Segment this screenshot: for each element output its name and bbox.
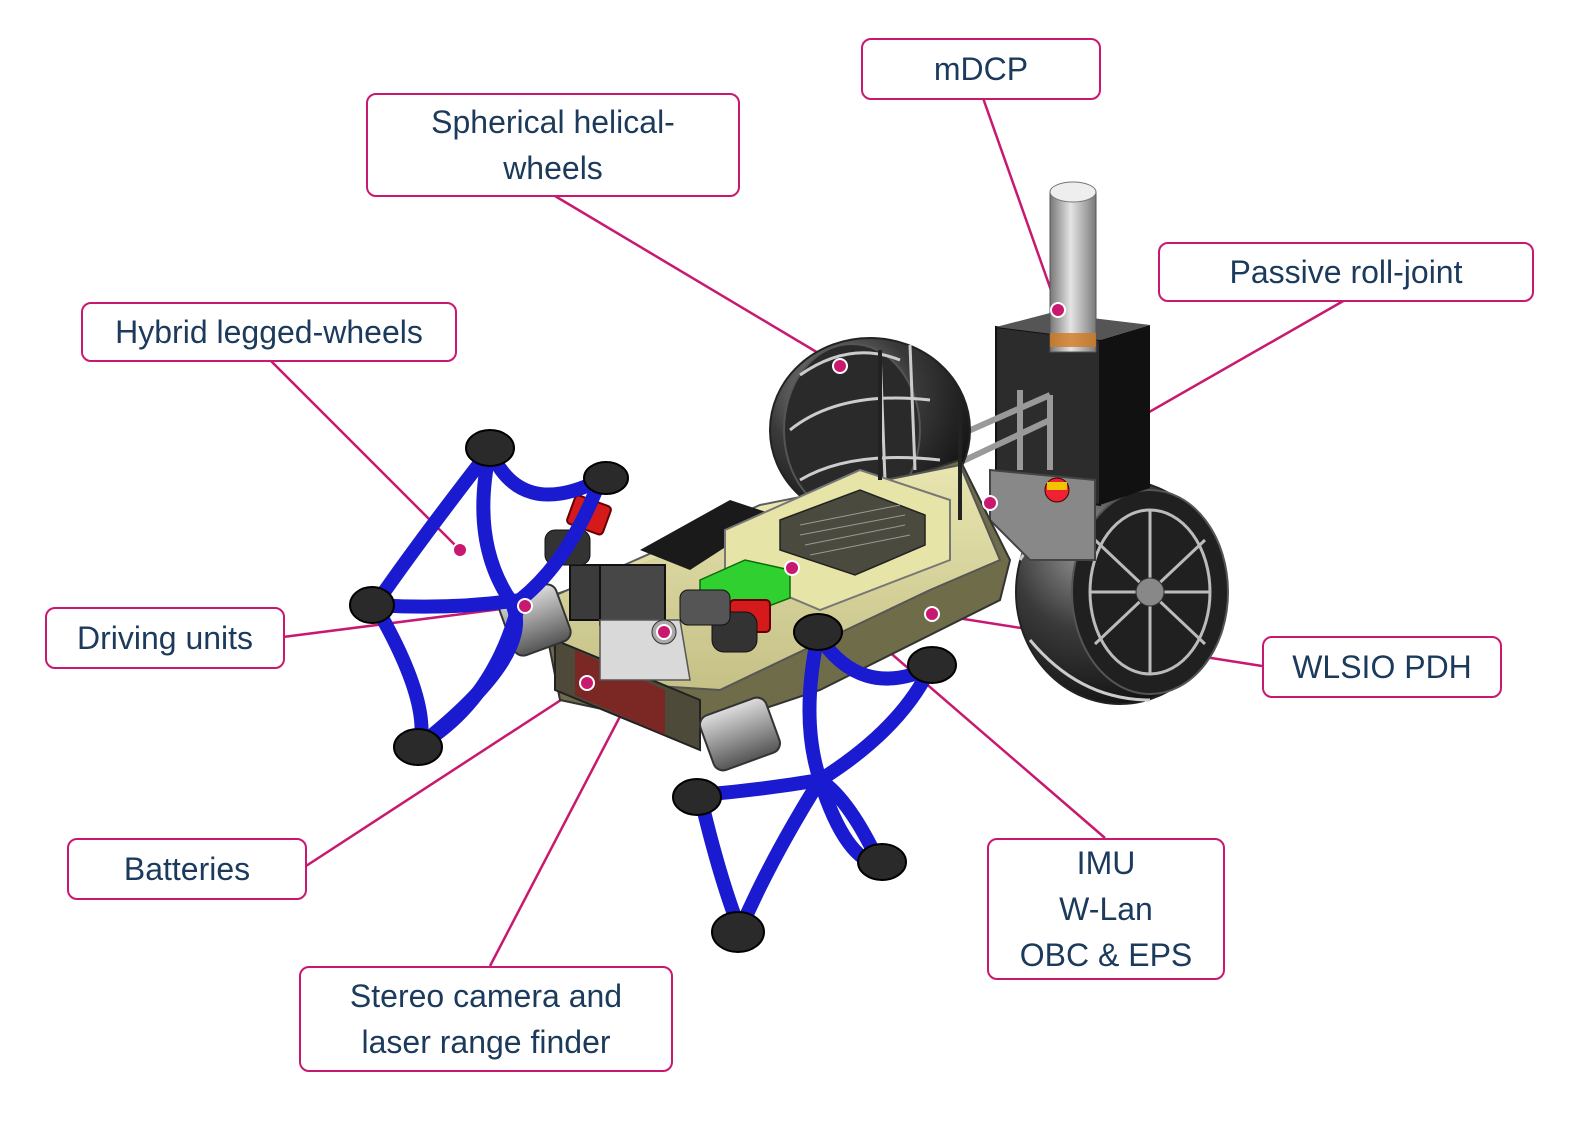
callout-imu-wlan-obc: IMU W-Lan OBC & EPS [987, 838, 1225, 980]
callout-spherical-line1: Spherical helical- [431, 104, 675, 140]
callout-driving-units: Driving units [45, 607, 285, 669]
callout-passive-roll-text: Passive roll-joint [1229, 254, 1463, 290]
callout-spherical-wheels: Spherical helical- wheels [366, 93, 740, 197]
callout-driving-text: Driving units [76, 620, 254, 656]
legged-wheel-left-feet [349, 429, 629, 766]
callout-stereo-line1: Stereo camera and [349, 978, 623, 1014]
callout-hybrid-legged-wheels: Hybrid legged-wheels [81, 302, 457, 362]
callout-wlsio-text: WLSIO PDH [1292, 649, 1472, 685]
anchor-dots [452, 302, 1066, 691]
callout-stereo-camera: Stereo camera and laser range finder [299, 966, 673, 1072]
rear-right-spherical-wheel [1015, 479, 1229, 705]
callout-imu-line3: OBC & EPS [1019, 937, 1193, 973]
callout-wlsio-pdh: WLSIO PDH [1262, 636, 1502, 698]
callout-imu-line2: W-Lan [1059, 891, 1153, 927]
callout-batteries: Batteries [67, 838, 307, 900]
callout-passive-roll-joint: Passive roll-joint [1158, 242, 1534, 302]
callout-hybrid-text: Hybrid legged-wheels [115, 314, 423, 350]
callout-mdcp: mDCP [861, 38, 1101, 100]
callout-stereo-line2: laser range finder [361, 1024, 611, 1060]
callout-mdcp-text: mDCP [933, 51, 1029, 87]
callout-batteries-text: Batteries [123, 851, 251, 887]
legged-wheel-right-feet [672, 613, 957, 953]
callout-imu-line1: IMU [1076, 845, 1136, 881]
callout-spherical-line2: wheels [503, 150, 603, 186]
